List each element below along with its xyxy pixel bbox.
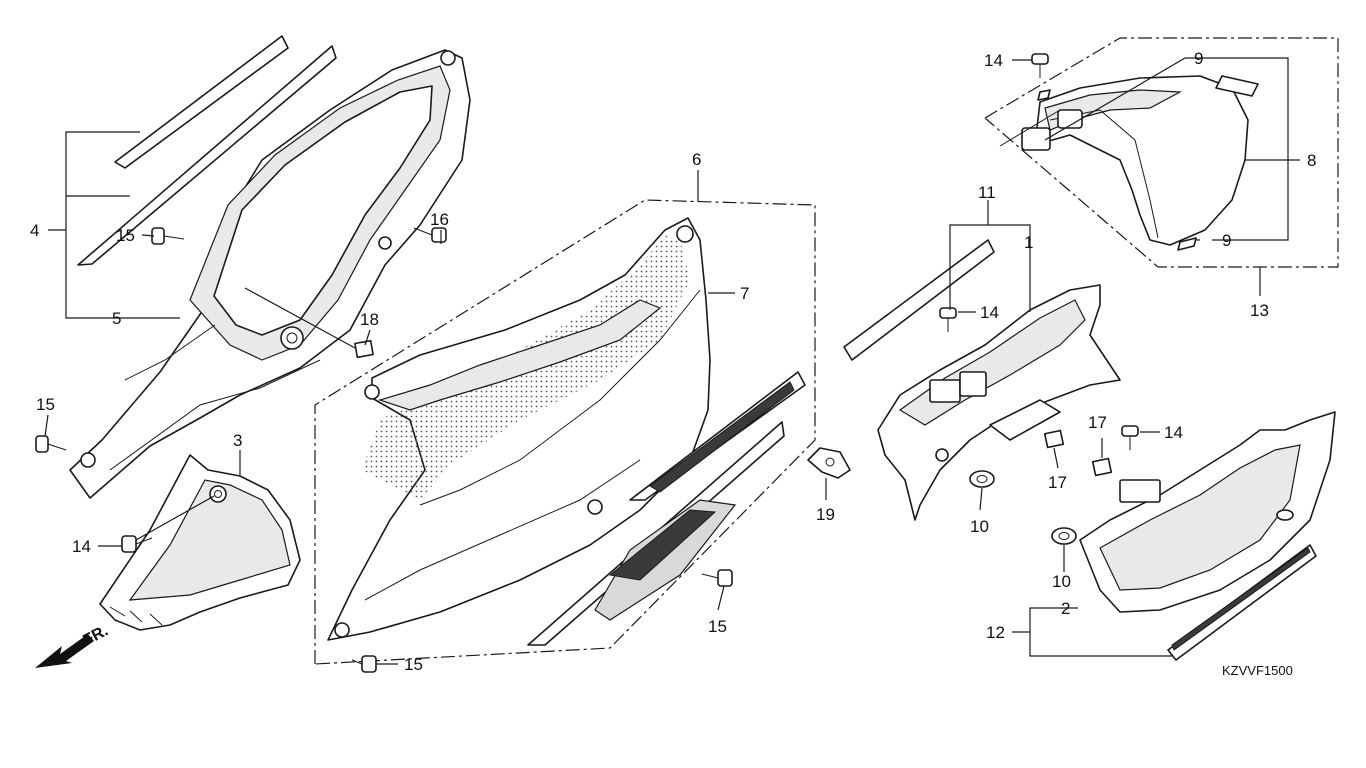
callout-15-left-mid: 15: [36, 395, 55, 414]
left-side-cover: [69, 49, 471, 499]
callout-17-right: 17: [1088, 413, 1107, 432]
stripe-decal-upper: [114, 35, 289, 169]
callout-15-left-top: 15: [116, 226, 135, 245]
main-body-cover: [327, 217, 711, 641]
clip-nut-icon: [1043, 429, 1065, 449]
bolt-icon: [121, 535, 153, 553]
seat: [999, 75, 1249, 246]
callout-19: 19: [816, 505, 835, 524]
callout-5: 5: [112, 309, 121, 328]
bolt-icon: [939, 307, 957, 332]
seat-dash-outline: [984, 37, 1339, 268]
bolt-icon: [413, 227, 447, 243]
callout-7: 7: [740, 284, 749, 303]
main-body-cover-dash-outline: [314, 199, 816, 665]
front-lower-cover: [99, 454, 301, 631]
clip-icon: [807, 447, 851, 479]
callout-10-lower: 10: [1052, 572, 1071, 591]
callout-15-center: 15: [708, 617, 727, 636]
callout-8: 8: [1307, 151, 1316, 170]
callout-14-right: 14: [1164, 423, 1183, 442]
bolt-icon: [35, 435, 67, 453]
callout-14-left: 14: [72, 537, 91, 556]
callout-16: 16: [430, 210, 449, 229]
seat-stripe-decals: [1037, 75, 1259, 251]
grommet-icon: [969, 470, 995, 488]
grommet-icon: [1051, 527, 1077, 545]
clip-nut-icon: [1091, 457, 1113, 477]
callout-2: 2: [1061, 599, 1070, 618]
logo-decal-panel: [527, 421, 785, 646]
callout-14-seat: 14: [984, 51, 1003, 70]
bolt-icon: [1031, 53, 1049, 78]
leader-lines: [44, 57, 1300, 665]
callout-14-center: 14: [980, 303, 999, 322]
rear-lower-cover: [1079, 411, 1336, 613]
callout-18: 18: [360, 310, 379, 329]
clip-nut-icon: [354, 339, 374, 359]
bolt-icon: [351, 655, 377, 673]
bolt-icon: [1121, 425, 1139, 450]
callout-15-bottom: 15: [404, 655, 423, 674]
callout-10-upper: 10: [970, 517, 989, 536]
center-stripe-decal: [629, 371, 806, 501]
rear-center-stripe-decal: [843, 239, 995, 361]
callout-11: 11: [978, 183, 996, 202]
bolt-icon: [151, 227, 185, 245]
callout-4: 4: [30, 221, 39, 240]
callout-13: 13: [1250, 301, 1269, 320]
callout-6: 6: [692, 150, 701, 169]
callout-3: 3: [233, 431, 242, 450]
callout-9-top: 9: [1194, 49, 1203, 68]
rear-center-cover: [877, 284, 1121, 521]
callout-12: 12: [986, 623, 1005, 642]
diagram-code: KZVVF1500: [1222, 663, 1293, 678]
rear-lower-stripe-decal: [1167, 544, 1317, 661]
arrow-down-left-icon: [35, 634, 94, 668]
callout-9-bottom: 9: [1222, 231, 1231, 250]
callout-1: 1: [1024, 233, 1033, 252]
stripe-decal-lower: [77, 45, 337, 266]
callout-17-left: 17: [1048, 473, 1067, 492]
bolt-icon: [701, 569, 733, 587]
